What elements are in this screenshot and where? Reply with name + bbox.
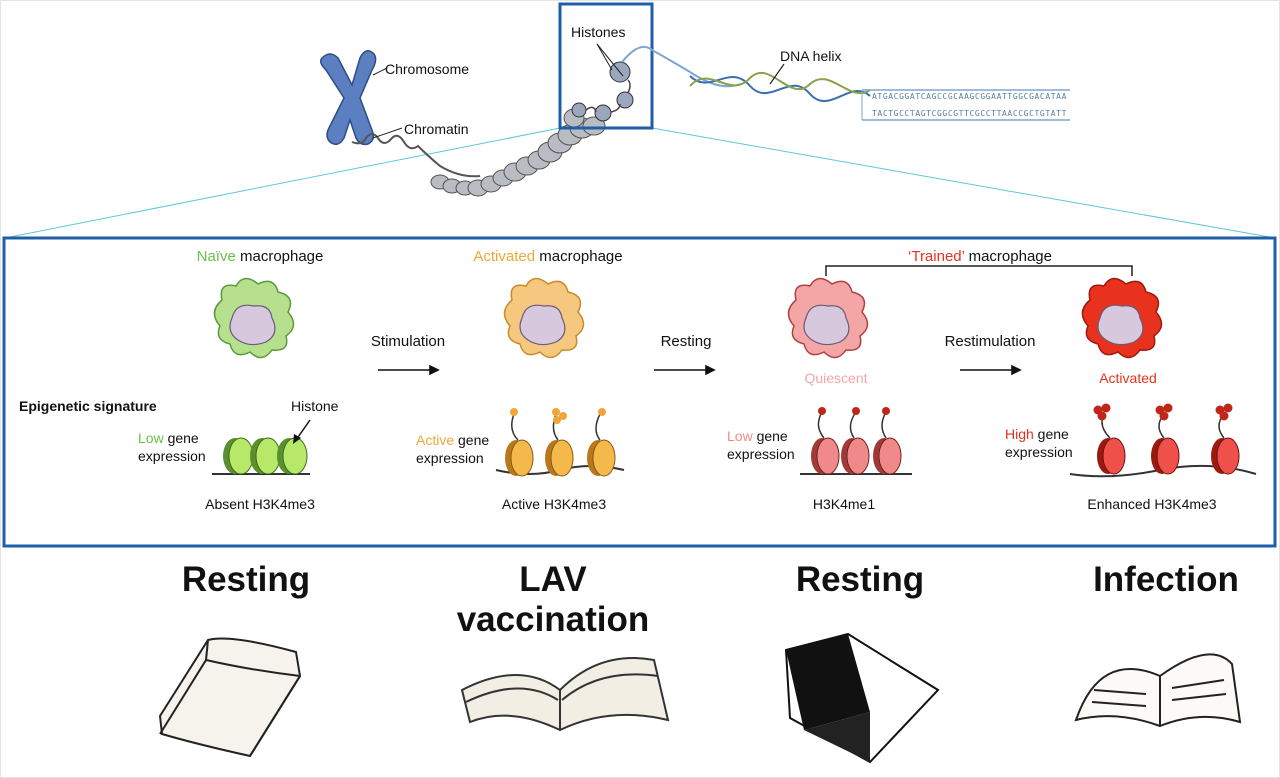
- dna-sequence-bottom: TACTGCCTAGTCGGCGTTCGCCTTAACCGCTGTATT: [872, 109, 1067, 118]
- bottom-resting-1: Resting: [181, 560, 311, 599]
- bottom-resting-2: Resting: [795, 560, 925, 599]
- dna-strand: [621, 46, 741, 88]
- stimulation-label: Stimulation: [370, 333, 446, 350]
- naive-macrophage-heading: Naïve macrophage: [196, 248, 324, 265]
- caption-enhanced-h3k4me3: Enhanced H3K4me3: [1087, 496, 1217, 512]
- nucleosomes-activated: [495, 408, 625, 477]
- nucleosomes-naive: [212, 419, 311, 475]
- epigenetic-panel: [2, 236, 1277, 548]
- caption-active-h3k4me3: Active H3K4me3: [501, 496, 607, 512]
- bottom-lav-vaccination: LAV vaccination: [456, 560, 650, 639]
- macrophage-restimulated: [1081, 277, 1163, 359]
- macrophage-naive: [213, 277, 295, 359]
- bottom-infection: Infection: [1093, 560, 1239, 599]
- epigenetic-signature-label: Epigenetic signature: [19, 398, 157, 414]
- chromosome-shape: [319, 50, 377, 146]
- dna-sequence-top: ATGACGGATCAGCCGCAAGCGGAATTGGCGACATAA: [872, 92, 1067, 101]
- arrows: [378, 364, 1022, 376]
- dna-helix-label: DNA helix: [780, 48, 842, 64]
- trained-macrophage-heading: ‘Trained’ macrophage: [908, 248, 1052, 265]
- dna-helix: [689, 71, 871, 102]
- zoom-box: [558, 2, 654, 130]
- activated-state-label: Activated: [1099, 370, 1157, 386]
- chromatin-label: Chromatin: [404, 121, 469, 137]
- chromosome-label: Chromosome: [385, 61, 470, 77]
- zoom-line-left: [4, 127, 561, 239]
- caption-h3k4me1: H3K4me1: [812, 496, 876, 512]
- nucleosomes-quiescent: [800, 407, 912, 475]
- book-infection-icon: [1074, 653, 1242, 728]
- resting-arrow-label: Resting: [660, 333, 712, 350]
- zoom-line-right: [651, 127, 1276, 239]
- histone-label: Histone: [291, 398, 339, 414]
- book-dark-icon: [784, 632, 940, 764]
- restimulation-label: Restimulation: [944, 333, 1036, 350]
- trained-bracket: [825, 265, 1133, 276]
- quiescent-label: Quiescent: [804, 370, 868, 386]
- chromatin-fiber: [351, 133, 481, 178]
- book-open-icon: [460, 657, 670, 732]
- nucleosomes-restimulated: [1069, 403, 1257, 478]
- book-closed-icon: [158, 637, 302, 758]
- chromatin-coil: [430, 108, 606, 197]
- macrophage-quiescent: [787, 277, 869, 359]
- histones-label: Histones: [571, 24, 626, 40]
- macrophage-activated: [503, 277, 585, 359]
- caption-absent-h3k4me3: Absent H3K4me3: [205, 496, 315, 512]
- histone-beads: [571, 61, 634, 122]
- activated-macrophage-heading: Activated macrophage: [473, 248, 623, 265]
